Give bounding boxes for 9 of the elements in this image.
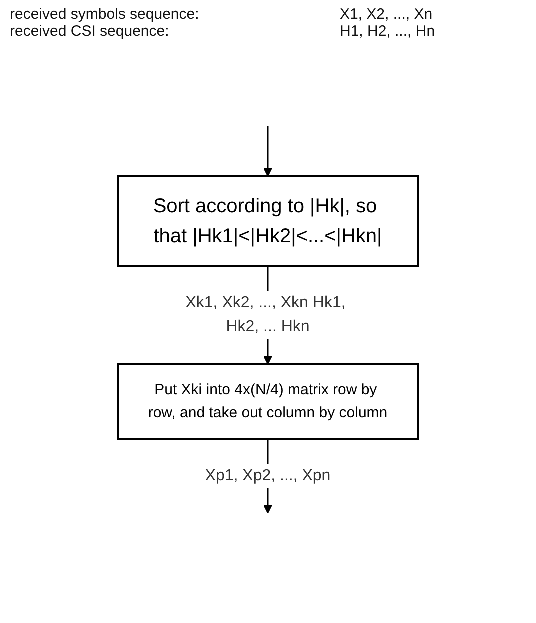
node-box: Put Xki into 4x(N/4) matrix row by row, and take out column by column bbox=[117, 364, 419, 440]
label-text: H1, H2, ..., Hn bbox=[340, 23, 436, 40]
label-text: X1, X2, ..., Xn bbox=[340, 6, 434, 23]
edge-label: Xp1, Xp2, ..., Xpn bbox=[205, 468, 331, 484]
edge-label: Xk1, Xk2, ..., Xkn Hk1, Hk2, ... Hkn bbox=[186, 294, 346, 336]
node-box: Sort according to |Hk|, so that |Hk1|<|Hk2|<...<|Hkn| bbox=[117, 176, 419, 268]
label-text: received symbols sequence: bbox=[10, 6, 200, 23]
label-text: received CSI sequence: bbox=[10, 23, 170, 40]
arrow bbox=[264, 126, 272, 177]
